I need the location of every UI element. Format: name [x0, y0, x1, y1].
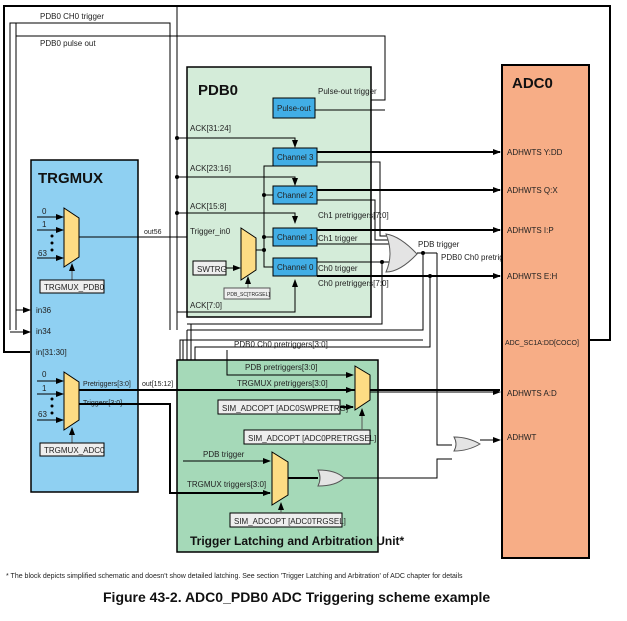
coco-feedback-wire [3, 5, 611, 353]
adc-port-adhwts-e-h: ADHWTS E:H [507, 272, 557, 281]
pdb-sc-trgsel-box [223, 287, 271, 300]
in34-label: in34 [36, 327, 52, 336]
trigger-mux [271, 451, 289, 506]
ack-23-16-label: ACK[23:16] [190, 164, 231, 173]
trgmux-block: TRGMUX 0 1 63 TRGMUX_PDB0 out56 in36 in3… [10, 159, 261, 493]
trgmux-adc0-select [39, 442, 105, 457]
channel-output-wires [187, 149, 501, 325]
figure-caption: Figure 43-2. ADC0_PDB0 ADC Triggering sc… [103, 589, 490, 605]
svg-text:SIM_ADCOPT [ADC0SWPRETRG]: SIM_ADCOPT [ADC0SWPRETRG] [222, 404, 348, 413]
svg-text:SWTRG: SWTRG [197, 265, 227, 274]
channel-3 [272, 147, 318, 167]
adc-port-adhwts-i-p: ADHWTS I:P [507, 226, 554, 235]
adc-port-adhwts-q-x: ADHWTS Q:X [507, 186, 558, 195]
tlau-or-gate [317, 469, 345, 487]
pdb0-ch0-trigger-label: PDB0 CH0 trigger [40, 12, 104, 21]
ch1-trigger-label: Ch1 trigger [318, 234, 358, 243]
trigger-in0-label: Trigger_in0 [190, 227, 231, 236]
ack-7-0-label: ACK[7:0] [190, 301, 222, 310]
trgmux-pretriggers-label: TRGMUX pretriggers[3:0] [237, 379, 328, 388]
ack-31-24-label: ACK[31:24] [190, 124, 231, 133]
pdb0-ch0-pretriggers-lo-label: PDB0 Ch0 pretriggers[3:0] [234, 340, 328, 349]
trgmux-triggers-label: TRGMUX triggers[3:0] [187, 480, 266, 489]
adc0-block: ADC0 ADHWTS Y:DD ADHWTS Q:X ADHWTS I:P A… [501, 64, 590, 559]
pretriggers-out-label: Pretriggers[3:0] [83, 381, 131, 388]
adc-port-sc1a-coco: ADC_SC1A:DD[COCO] [505, 340, 579, 347]
pdb-trigger-label: PDB trigger [418, 240, 460, 249]
pdb-pretriggers-label: PDB pretriggers[3:0] [245, 363, 317, 372]
mux2-input-63: 63 [38, 410, 47, 419]
ch0-trigger-label: Ch0 trigger [318, 264, 358, 273]
ch0-pretriggers-label: Ch0 pretriggers[7:0] [318, 279, 389, 288]
svg-text:SIM_ADCOPT [ADC0TRGSEL]: SIM_ADCOPT [ADC0TRGSEL] [234, 517, 346, 526]
pulse-out-wire [15, 35, 386, 310]
feedback-wires [3, 5, 611, 353]
adc0-title: ADC0 [512, 75, 553, 92]
footnote: * The block depicts simplified schematic… [6, 573, 463, 580]
tlau-pdb-trigger-label: PDB trigger [203, 450, 245, 459]
mux1-input-1: 1 [42, 220, 47, 229]
pdb0-ch0-pretriggers-hi-label: PDB0 Ch0 pretriggers[7:4] [441, 253, 535, 262]
svg-text:PDB_SC[TRGSEL]: PDB_SC[TRGSEL] [227, 292, 270, 298]
adhwt-or-gate [453, 436, 481, 452]
pulse-out-box [272, 97, 316, 119]
svg-text:Channel 0: Channel 0 [277, 263, 314, 272]
mux1-input-63: 63 [38, 249, 47, 258]
tlau-block: PDB0 Ch0 pretriggers[3:0] PDB pretrigger… [79, 324, 500, 553]
adc-port-adhwts-a-d: ADHWTS A:D [507, 389, 557, 398]
out56-label: out56 [144, 229, 162, 236]
trgmux-title: TRGMUX [38, 170, 103, 187]
mux1-input-0: 0 [42, 207, 47, 216]
trgmux-adc0-mux [63, 371, 80, 431]
in31-30-label: in[31:30] [36, 348, 67, 357]
ack-15-8-label: ACK[15:8] [190, 202, 226, 211]
mux2-input-0: 0 [42, 370, 47, 379]
adc0trgsel-box [229, 512, 343, 528]
trgmux-pdb0-mux [63, 207, 80, 268]
in36-label: in36 [36, 306, 52, 315]
adc0pretrgsel-box [243, 429, 371, 445]
mux2-input-1: 1 [42, 384, 47, 393]
pdb0-title: PDB0 [198, 82, 238, 99]
svg-text:Pulse-out: Pulse-out [277, 104, 312, 113]
svg-text:TRGMUX_PDB0: TRGMUX_PDB0 [44, 283, 105, 292]
pdb0-pulse-out-label: PDB0 pulse out [40, 39, 96, 48]
pretrigger-mux [354, 365, 371, 411]
adc-port-adhwt: ADHWT [507, 433, 536, 442]
ch1-pretriggers-label: Ch1 pretriggers[7:0] [318, 211, 389, 220]
pdb0-block: PDB0 Pulse-out Pulse-out trigger ACK[31:… [175, 66, 389, 318]
adc-port-adhwts-y-dd: ADHWTS Y:DD [507, 148, 563, 157]
trgmux-pdb0-select [39, 279, 105, 294]
pulse-out-trigger-label: Pulse-out trigger [318, 87, 377, 96]
svg-text:Channel 3: Channel 3 [277, 153, 314, 162]
svg-text:Channel 1: Channel 1 [277, 233, 314, 242]
svg-text:Channel 2: Channel 2 [277, 191, 314, 200]
svg-text:SIM_ADCOPT [ADC0PRETRGSEL]: SIM_ADCOPT [ADC0PRETRGSEL] [248, 434, 376, 443]
pdb-trigger-mux [240, 227, 257, 281]
svg-text:TRGMUX_ADC0: TRGMUX_ADC0 [44, 446, 105, 455]
tlau-title: Trigger Latching and Arbitration Unit* [190, 534, 405, 548]
out15-12-label: out[15:12] [142, 381, 173, 388]
